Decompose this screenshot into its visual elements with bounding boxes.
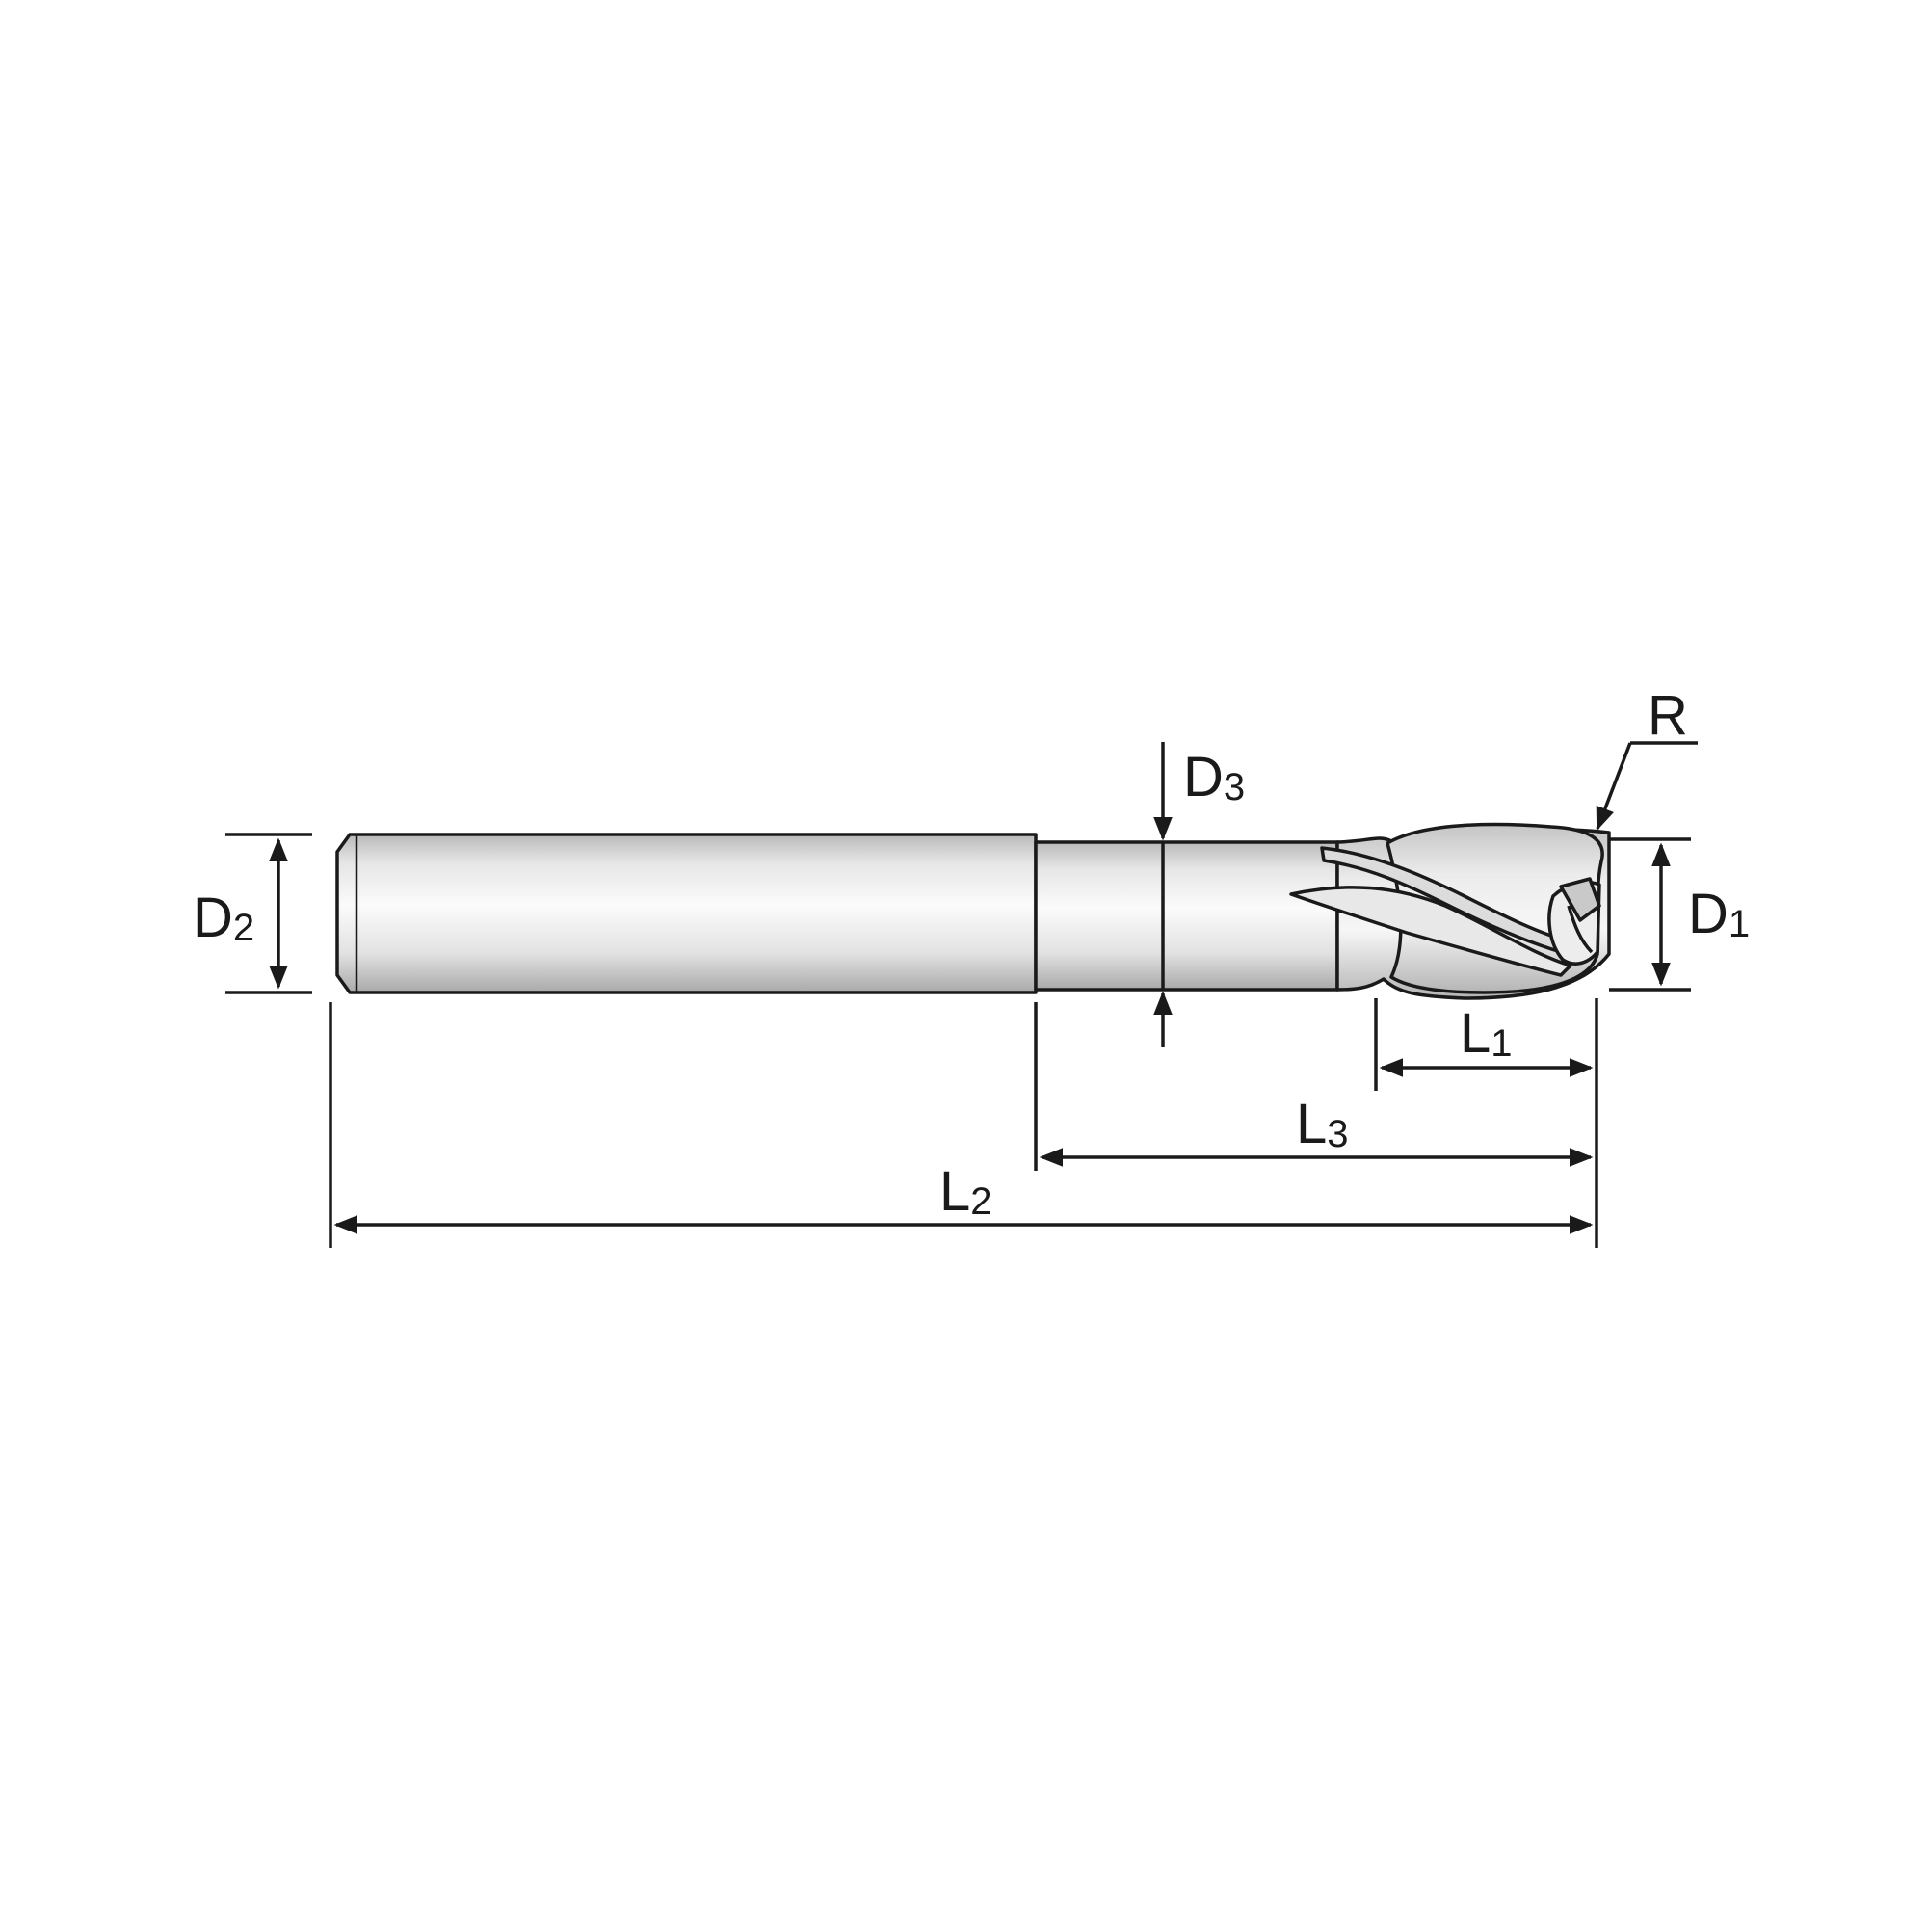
end-mill-tool xyxy=(335,822,1611,1000)
cutting-edge-facet xyxy=(1559,877,1601,922)
label-r: R xyxy=(1648,684,1688,747)
dimension-lines xyxy=(225,741,1698,1248)
label-l3: L3 xyxy=(1296,1093,1349,1155)
label-l2: L2 xyxy=(939,1160,992,1223)
label-d2: D2 xyxy=(193,887,254,949)
neck xyxy=(1034,840,1339,992)
label-d1: D1 xyxy=(1688,883,1750,945)
dimension-labels: D2 D3 D1 R L1 L3 L2 xyxy=(193,684,1750,1223)
r-leader-arrow xyxy=(1596,742,1632,832)
shank xyxy=(335,833,1038,994)
cutting-edge-tip xyxy=(1567,905,1594,954)
label-d3: D3 xyxy=(1183,746,1245,808)
flute-groove-lower xyxy=(1289,886,1572,977)
label-l1: L1 xyxy=(1460,1002,1513,1065)
